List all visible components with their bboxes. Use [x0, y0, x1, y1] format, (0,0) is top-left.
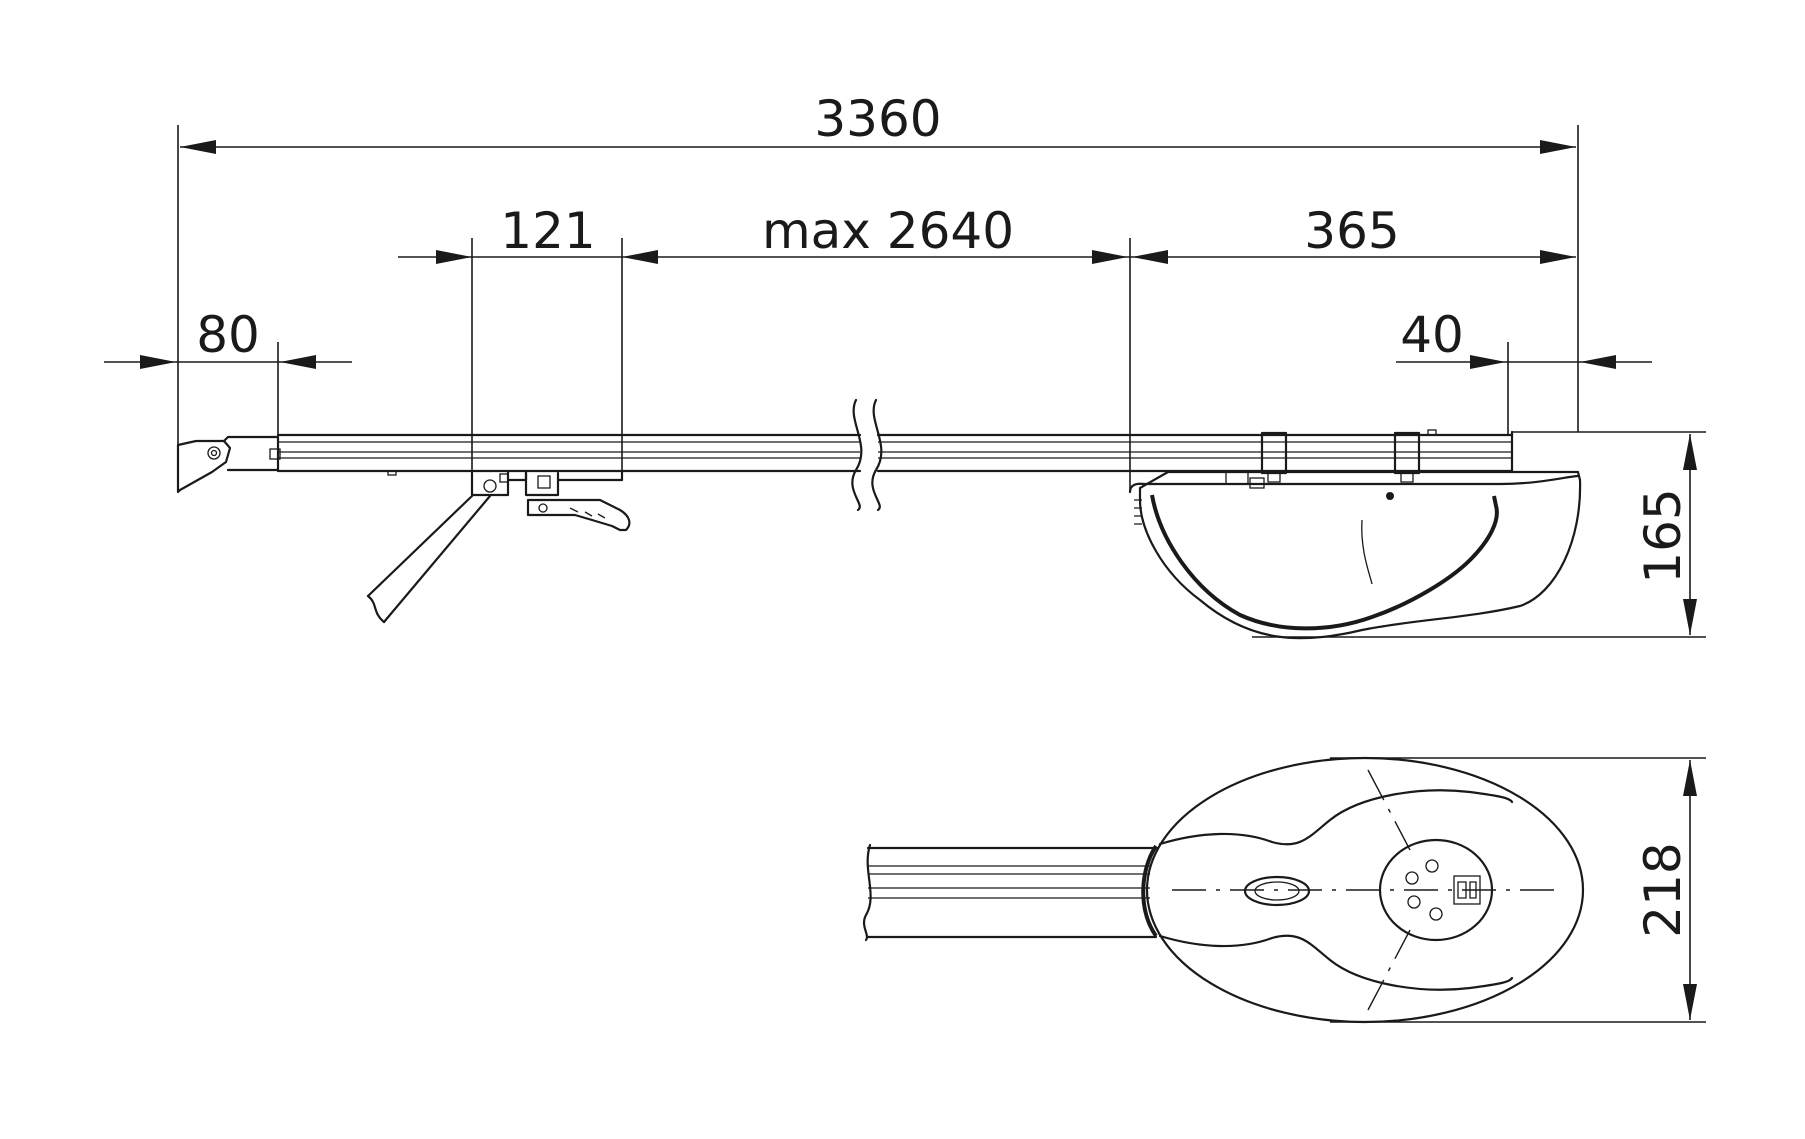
dimension-overall-length: 3360: [177, 90, 1579, 492]
indicator-dot-icon: [1386, 492, 1394, 500]
dim-label-travel-max: max 2640: [762, 202, 1014, 260]
door-arm: [366, 494, 492, 624]
motor-head-side: [1128, 470, 1582, 640]
dimension-head-length: 365: [1304, 202, 1576, 264]
dim-label-overall-length: 3360: [814, 90, 941, 148]
rail-top-view: [862, 843, 1158, 942]
dimension-head-width: 218: [1330, 757, 1706, 1023]
break-line: [851, 398, 863, 512]
rail-left-section: [276, 433, 862, 476]
dimension-head-overhang: 40: [1396, 306, 1652, 434]
dimension-head-height: 165: [1252, 431, 1706, 638]
top-view: [862, 756, 1585, 1024]
dim-label-head-width: 218: [1634, 842, 1692, 937]
rail-clamp: [1393, 429, 1437, 483]
rail-right-section: [876, 430, 1514, 473]
dim-label-bracket-offset: 80: [196, 306, 260, 364]
trolley-carriage: [470, 470, 631, 532]
dim-label-head-length: 365: [1304, 202, 1399, 260]
dim-label-head-overhang: 40: [1400, 306, 1464, 364]
dimension-bracket-offset: 80: [104, 306, 352, 436]
dim-label-trolley-offset: 121: [500, 202, 595, 260]
side-view: [176, 398, 1582, 640]
motor-head-top: [1141, 756, 1585, 1024]
dim-label-head-height: 165: [1634, 488, 1692, 583]
break-line: [871, 398, 883, 512]
dimension-trolley-offset: 121: [398, 202, 1576, 496]
wall-bracket: [176, 435, 281, 494]
dimension-travel-max: max 2640: [762, 202, 1168, 492]
